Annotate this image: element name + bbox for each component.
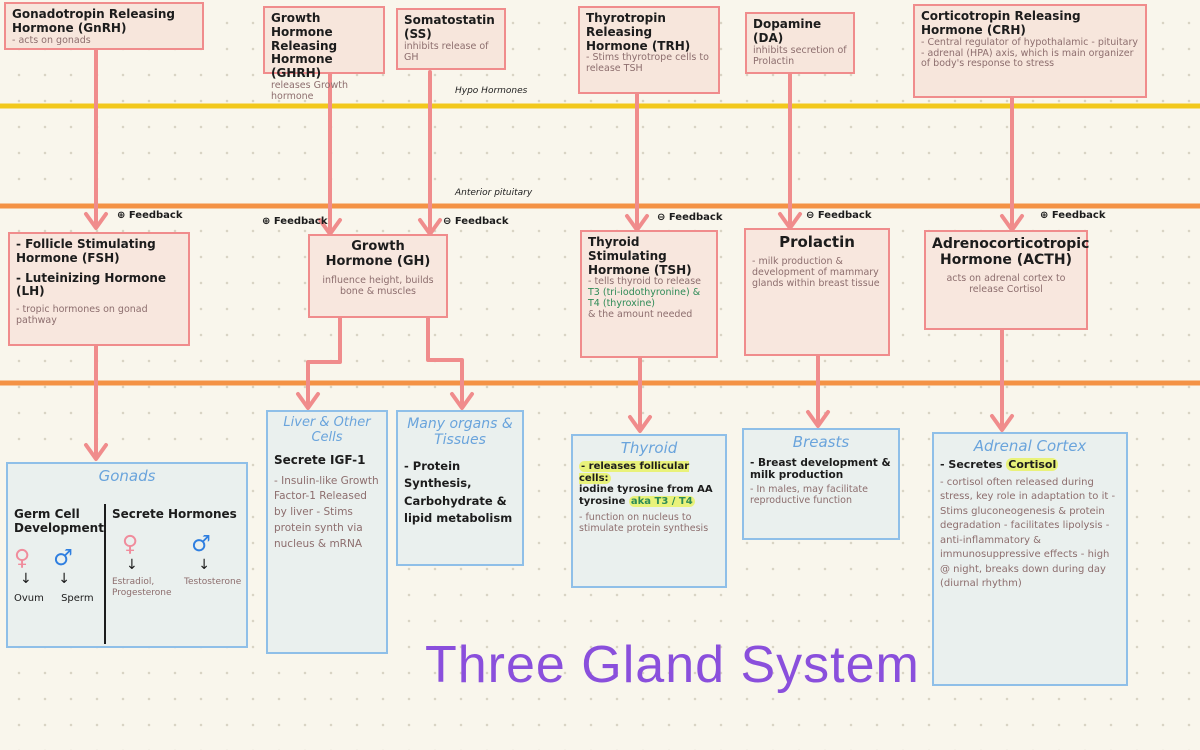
tsh-desc-amount: & the amount needed (588, 309, 693, 321)
thyroid-box: Thyroid - releases follicular cells: iod… (571, 434, 727, 588)
adrenal-secretes: - Secretes (940, 458, 1003, 472)
trh-desc: - Stims thyrotrope cells to release TSH (586, 52, 709, 75)
fsh-lh-desc: - tropic hormones on gonad pathway (16, 304, 148, 327)
adrenal-cortisol-highlight: Cortisol (1006, 458, 1059, 472)
thyroid-tyrosine: tyrosine (579, 495, 626, 507)
page-title: Three Gland System (425, 636, 920, 694)
feedback-label-ss: ⊖ Feedback (443, 216, 509, 227)
trh-box: Thyrotropin Releasing Hormone (TRH) - St… (578, 6, 720, 94)
gonads-divider (104, 504, 106, 644)
arrow-crh-acth (1000, 96, 1024, 232)
secrete-hormones-column: Secrete Hormones ♀ ♂ ↓ ↓ Estradiol, Prog… (112, 507, 244, 598)
ghrh-box: Growth Hormone Releasing Hormone (GHRH) … (263, 6, 385, 102)
gonads-box: Gonads Germ Cell Development ♀ ♂ ↓ ↓ Ovu… (6, 462, 248, 648)
lh-title: - Luteinizing Hormone (LH) (16, 270, 167, 299)
thyroid-title: Thyroid (620, 439, 678, 457)
somatostatin-desc: inhibits release of GH (404, 40, 489, 63)
breasts-desc: - In males, may facilitate reproductive … (750, 484, 868, 507)
arrow-trh-tsh (625, 92, 649, 232)
adrenal-box: Adrenal Cortex - Secretes Cortisol - cor… (932, 432, 1128, 686)
adrenal-title: Adrenal Cortex (973, 437, 1087, 455)
breasts-title: Breasts (792, 433, 850, 451)
feedback-label-crh: ⊕ Feedback (1040, 210, 1106, 221)
prolactin-box: Prolactin - milk production & developmen… (744, 228, 890, 356)
germ-arrows: ↓ ↓ (20, 570, 70, 587)
sperm-label: Sperm (61, 592, 94, 604)
germ-cell-title: Germ Cell Development (14, 507, 104, 535)
arrow-gh-organs (426, 316, 474, 410)
trh-title: Thyrotropin Releasing Hormone (TRH) (586, 11, 691, 53)
feedback-label-trh: ⊖ Feedback (657, 212, 723, 223)
secrete-hormones-title: Secrete Hormones (112, 507, 237, 521)
gh-title: Growth Hormone (GH) (325, 239, 431, 269)
arrow-gnrh-fsh (84, 48, 108, 230)
acth-box: Adrenocorticotropic Hormone (ACTH) acts … (924, 230, 1090, 330)
organs-title: Many organs & Tissues (407, 416, 513, 449)
acth-title: Adrenocorticotropic Hormone (ACTH) (932, 236, 1090, 269)
gh-box: Growth Hormone (GH) influence height, bu… (308, 234, 448, 318)
arrow-ss-gh (418, 70, 442, 236)
tsh-desc: - tells thyroid to release (588, 276, 702, 288)
tsh-t3-t4: T3 (tri-iodothyronine) & T4 (thyroxine) (588, 287, 701, 310)
feedback-label-ghrh: ⊕ Feedback (262, 216, 328, 227)
fsh-title: - Follicle Stimulating Hormone (FSH) (16, 237, 156, 265)
thyroid-desc: - function on nucleus to stimulate prote… (579, 512, 709, 535)
arrow-acth-adrenal (990, 328, 1014, 432)
arrow-fsh-gonads (84, 344, 108, 461)
male-symbol-icon: ♂ (53, 545, 73, 571)
somatostatin-title: Somatostatin (SS) (404, 13, 495, 41)
crh-desc: - Central regulator of hypothalamic - pi… (921, 36, 1138, 70)
feedback-label-gnrh: ⊕ Feedback (117, 210, 183, 221)
organs-desc: - Protein Synthesis, Carbohydrate & lipi… (404, 459, 513, 525)
thyroid-follicular-highlight: - releases follicular cells: (579, 461, 690, 484)
testosterone-label: Testosterone (184, 577, 242, 588)
gonads-title: Gonads (98, 467, 156, 485)
estradiol-label: Estradiol, Progesterone (112, 577, 172, 598)
liver-box: Liver & Other Cells Secrete IGF-1 - Insu… (266, 410, 388, 654)
gnrh-box: Gonadotropin Releasing Hormone (GnRH) - … (4, 2, 204, 50)
adrenal-desc: - cortisol often released during stress,… (940, 476, 1116, 590)
tsh-title: Thyroid Stimulating Hormone (TSH) (588, 235, 692, 277)
prolactin-title: Prolactin (779, 233, 855, 251)
arrow-prl-breasts (806, 354, 830, 428)
fsh-lh-box: - Follicle Stimulating Hormone (FSH) - L… (8, 232, 190, 346)
arrow-gh-liver (296, 316, 342, 410)
acth-desc: acts on adrenal cortex to release Cortis… (946, 273, 1066, 296)
arrow-tsh-thyroid (628, 356, 652, 433)
tsh-box: Thyroid Stimulating Hormone (TSH) - tell… (580, 230, 718, 358)
hypothalamus-band-label: Hypo Hormones (455, 86, 528, 96)
gnrh-title: Gonadotropin Releasing Hormone (GnRH) (12, 7, 176, 35)
anterior-band-label: Anterior pituitary (455, 188, 533, 198)
liver-desc: - Insulin-like Growth Factor-1 Released … (274, 474, 379, 550)
organs-box: Many organs & Tissues - Protein Synthesi… (396, 410, 524, 566)
feedback-label-da: ⊖ Feedback (806, 210, 872, 221)
hormone-arrows: ↓ ↓ (126, 557, 210, 574)
germ-cell-column: Germ Cell Development ♀ ♂ ↓ ↓ Ovum Sperm (14, 507, 104, 604)
dopamine-box: Dopamine (DA) inhibits secretion of Prol… (745, 12, 855, 74)
crh-title: Corticotropin Releasing Hormone (CRH) (921, 9, 1081, 37)
liver-title: Liver & Other Cells (283, 415, 371, 445)
dopamine-desc: inhibits secretion of Prolactin (753, 44, 847, 67)
thyroid-iodine-line: iodine tyrosine from AA (579, 484, 713, 496)
prolactin-desc: - milk production & development of mamma… (752, 256, 880, 290)
somatostatin-box: Somatostatin (SS) inhibits release of GH (396, 8, 506, 70)
female-hormone-symbol-icon: ♀ (122, 531, 139, 557)
gnrh-desc: - acts on gonads (12, 34, 91, 46)
gh-desc: influence height, builds bone & muscles (322, 274, 434, 297)
crh-box: Corticotropin Releasing Hormone (CRH) - … (913, 4, 1147, 98)
female-symbol-icon: ♀ (14, 545, 31, 571)
dopamine-title: Dopamine (DA) (753, 17, 822, 45)
thyroid-t3-t4: aka T3 / T4 (628, 495, 695, 507)
ghrh-title: Growth Hormone Releasing Hormone (GHRH) (271, 11, 338, 81)
ovum-label: Ovum (14, 592, 44, 604)
breasts-line1: - Breast development & milk production (750, 457, 891, 482)
male-hormone-symbol-icon: ♂ (191, 531, 211, 557)
igf1-label: Secrete IGF-1 (274, 452, 366, 467)
ghrh-desc: releases Growth hormone (271, 79, 348, 102)
breasts-box: Breasts - Breast development & milk prod… (742, 428, 900, 540)
